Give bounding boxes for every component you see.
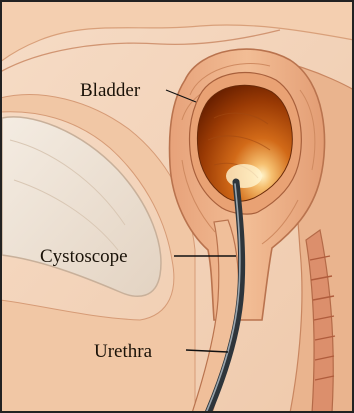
scope-light-glow	[226, 164, 262, 188]
cystoscope-label: Cystoscope	[40, 246, 128, 267]
urethra-label: Urethra	[94, 341, 153, 362]
bladder-label: Bladder	[80, 80, 141, 101]
